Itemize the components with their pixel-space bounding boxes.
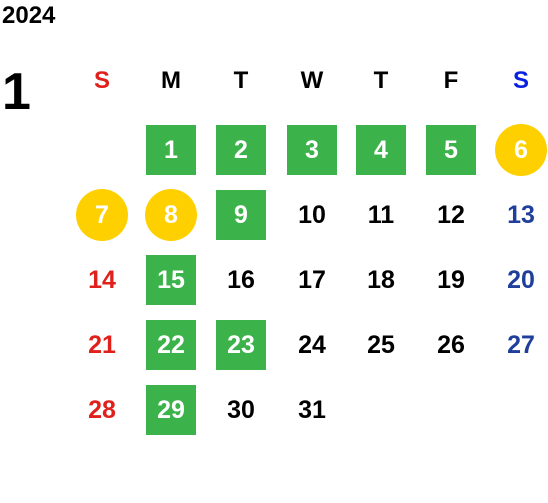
day-cell-13[interactable]: 13 bbox=[507, 201, 535, 229]
day-cell-24[interactable]: 24 bbox=[298, 331, 326, 359]
day-cell-12[interactable]: 12 bbox=[437, 201, 465, 229]
weekday-header-saturday: S bbox=[512, 67, 529, 94]
day-cell-31[interactable]: 31 bbox=[298, 396, 326, 424]
day-cell-14[interactable]: 14 bbox=[88, 266, 116, 294]
day-cell-7[interactable]: 7 bbox=[76, 189, 128, 241]
day-cell-18[interactable]: 18 bbox=[367, 266, 395, 294]
day-cell-26[interactable]: 26 bbox=[437, 331, 465, 359]
weekday-header-sunday: S bbox=[93, 67, 110, 94]
day-cell-8[interactable]: 8 bbox=[145, 189, 197, 241]
day-cell-22[interactable]: 22 bbox=[146, 320, 196, 370]
day-cell-27[interactable]: 27 bbox=[507, 331, 535, 359]
day-cell-15[interactable]: 15 bbox=[146, 255, 196, 305]
day-cell-4[interactable]: 4 bbox=[356, 125, 406, 175]
day-cell-3[interactable]: 3 bbox=[287, 125, 337, 175]
day-cell-10[interactable]: 10 bbox=[298, 201, 326, 229]
day-cell-19[interactable]: 19 bbox=[437, 266, 465, 294]
month-number: 1 bbox=[2, 63, 31, 121]
weekday-header-monday: M bbox=[161, 67, 181, 94]
day-cell-2[interactable]: 2 bbox=[216, 125, 266, 175]
day-cell-11[interactable]: 11 bbox=[367, 201, 395, 229]
day-cell-25[interactable]: 25 bbox=[367, 331, 395, 359]
day-cell-17[interactable]: 17 bbox=[298, 266, 326, 294]
day-cell-6[interactable]: 6 bbox=[495, 124, 547, 176]
weekday-header-tuesday: T bbox=[233, 67, 249, 94]
weekday-header-wednesday: W bbox=[300, 67, 324, 94]
year-label: 2024 bbox=[2, 2, 56, 29]
day-cell-20[interactable]: 20 bbox=[507, 266, 535, 294]
day-cell-28[interactable]: 28 bbox=[88, 396, 116, 424]
weekday-header-friday: F bbox=[443, 67, 459, 94]
day-cell-29[interactable]: 29 bbox=[146, 385, 196, 435]
day-cell-9[interactable]: 9 bbox=[216, 190, 266, 240]
day-cell-16[interactable]: 16 bbox=[227, 266, 255, 294]
day-cell-30[interactable]: 30 bbox=[227, 396, 255, 424]
day-cell-23[interactable]: 23 bbox=[216, 320, 266, 370]
day-cell-21[interactable]: 21 bbox=[88, 331, 116, 359]
day-cell-1[interactable]: 1 bbox=[146, 125, 196, 175]
day-cell-5[interactable]: 5 bbox=[426, 125, 476, 175]
weekday-header-thursday: T bbox=[373, 67, 389, 94]
